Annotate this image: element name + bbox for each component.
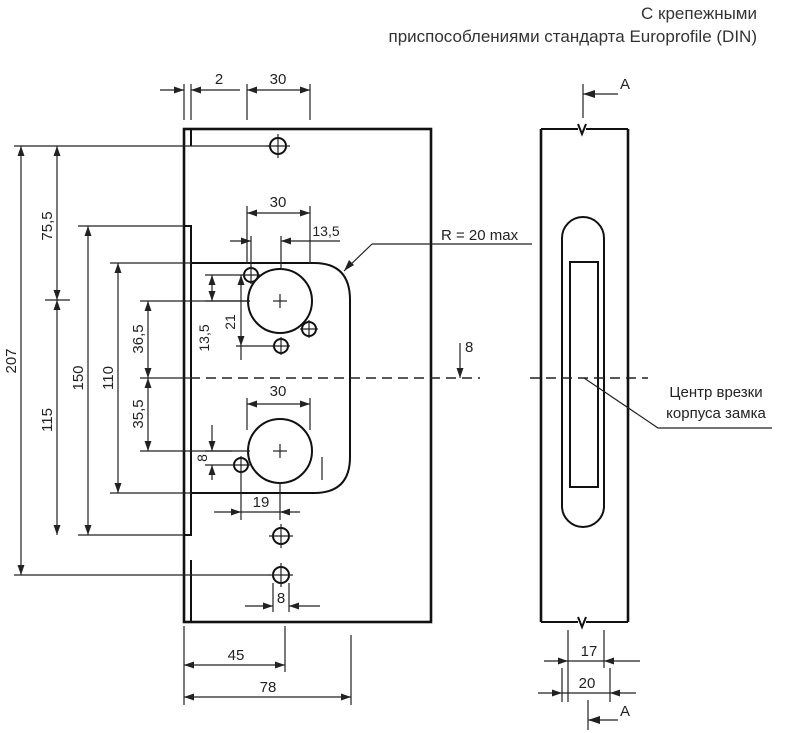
annotation-line-2: корпуса замка bbox=[666, 405, 766, 422]
dim-30-a: 30 bbox=[270, 194, 287, 211]
front-view: 2 30 30 13,5 R = 20 max bbox=[3, 71, 532, 705]
slot-outline bbox=[561, 216, 605, 528]
dim-8-right: 8 bbox=[465, 339, 473, 356]
dim-35-5: 35,5 bbox=[130, 399, 147, 428]
dim-75-5: 75,5 bbox=[39, 211, 56, 240]
dim-13-5-left: 13,5 bbox=[196, 324, 212, 351]
section-label-bottom: A bbox=[620, 703, 630, 720]
plate-outline bbox=[182, 127, 433, 624]
screw-hole-bottom-2 bbox=[269, 563, 293, 612]
dim-17: 17 bbox=[581, 643, 598, 660]
dim-8-bottom: 8 bbox=[277, 590, 285, 607]
dim-radius: R = 20 max bbox=[441, 227, 519, 244]
dim-36-5: 36,5 bbox=[130, 324, 147, 353]
dim-13-5-top: 13,5 bbox=[312, 223, 339, 239]
dim-21: 21 bbox=[222, 314, 238, 330]
caption-line-1: С крепежными bbox=[641, 4, 757, 23]
section-label-top: A bbox=[620, 76, 630, 93]
dim-30-top: 30 bbox=[270, 71, 287, 88]
upper-cylinder-hole bbox=[242, 266, 318, 355]
dim-20: 20 bbox=[579, 675, 596, 692]
screw-hole-bottom-1 bbox=[269, 524, 293, 548]
dim-207: 207 bbox=[3, 348, 20, 373]
dim-115: 115 bbox=[39, 408, 56, 432]
caption-line-2: приспособлениями стандарта Europrofile (… bbox=[388, 27, 757, 46]
side-view: A A Центр врезки корпуса замка 17 20 bbox=[530, 76, 772, 730]
dim-19: 19 bbox=[253, 494, 270, 511]
dim-30-b: 30 bbox=[270, 383, 287, 400]
annotation-line-1: Центр врезки bbox=[669, 384, 762, 401]
dim-110: 110 bbox=[100, 366, 117, 390]
dim-150: 150 bbox=[70, 365, 87, 390]
dim-45: 45 bbox=[228, 647, 245, 664]
dim-2: 2 bbox=[215, 71, 223, 88]
dim-8-left: 8 bbox=[194, 454, 210, 462]
caption: С крепежными приспособлениями стандарта … bbox=[388, 2, 757, 48]
slot-inner bbox=[569, 261, 599, 488]
dim-78: 78 bbox=[260, 679, 277, 696]
